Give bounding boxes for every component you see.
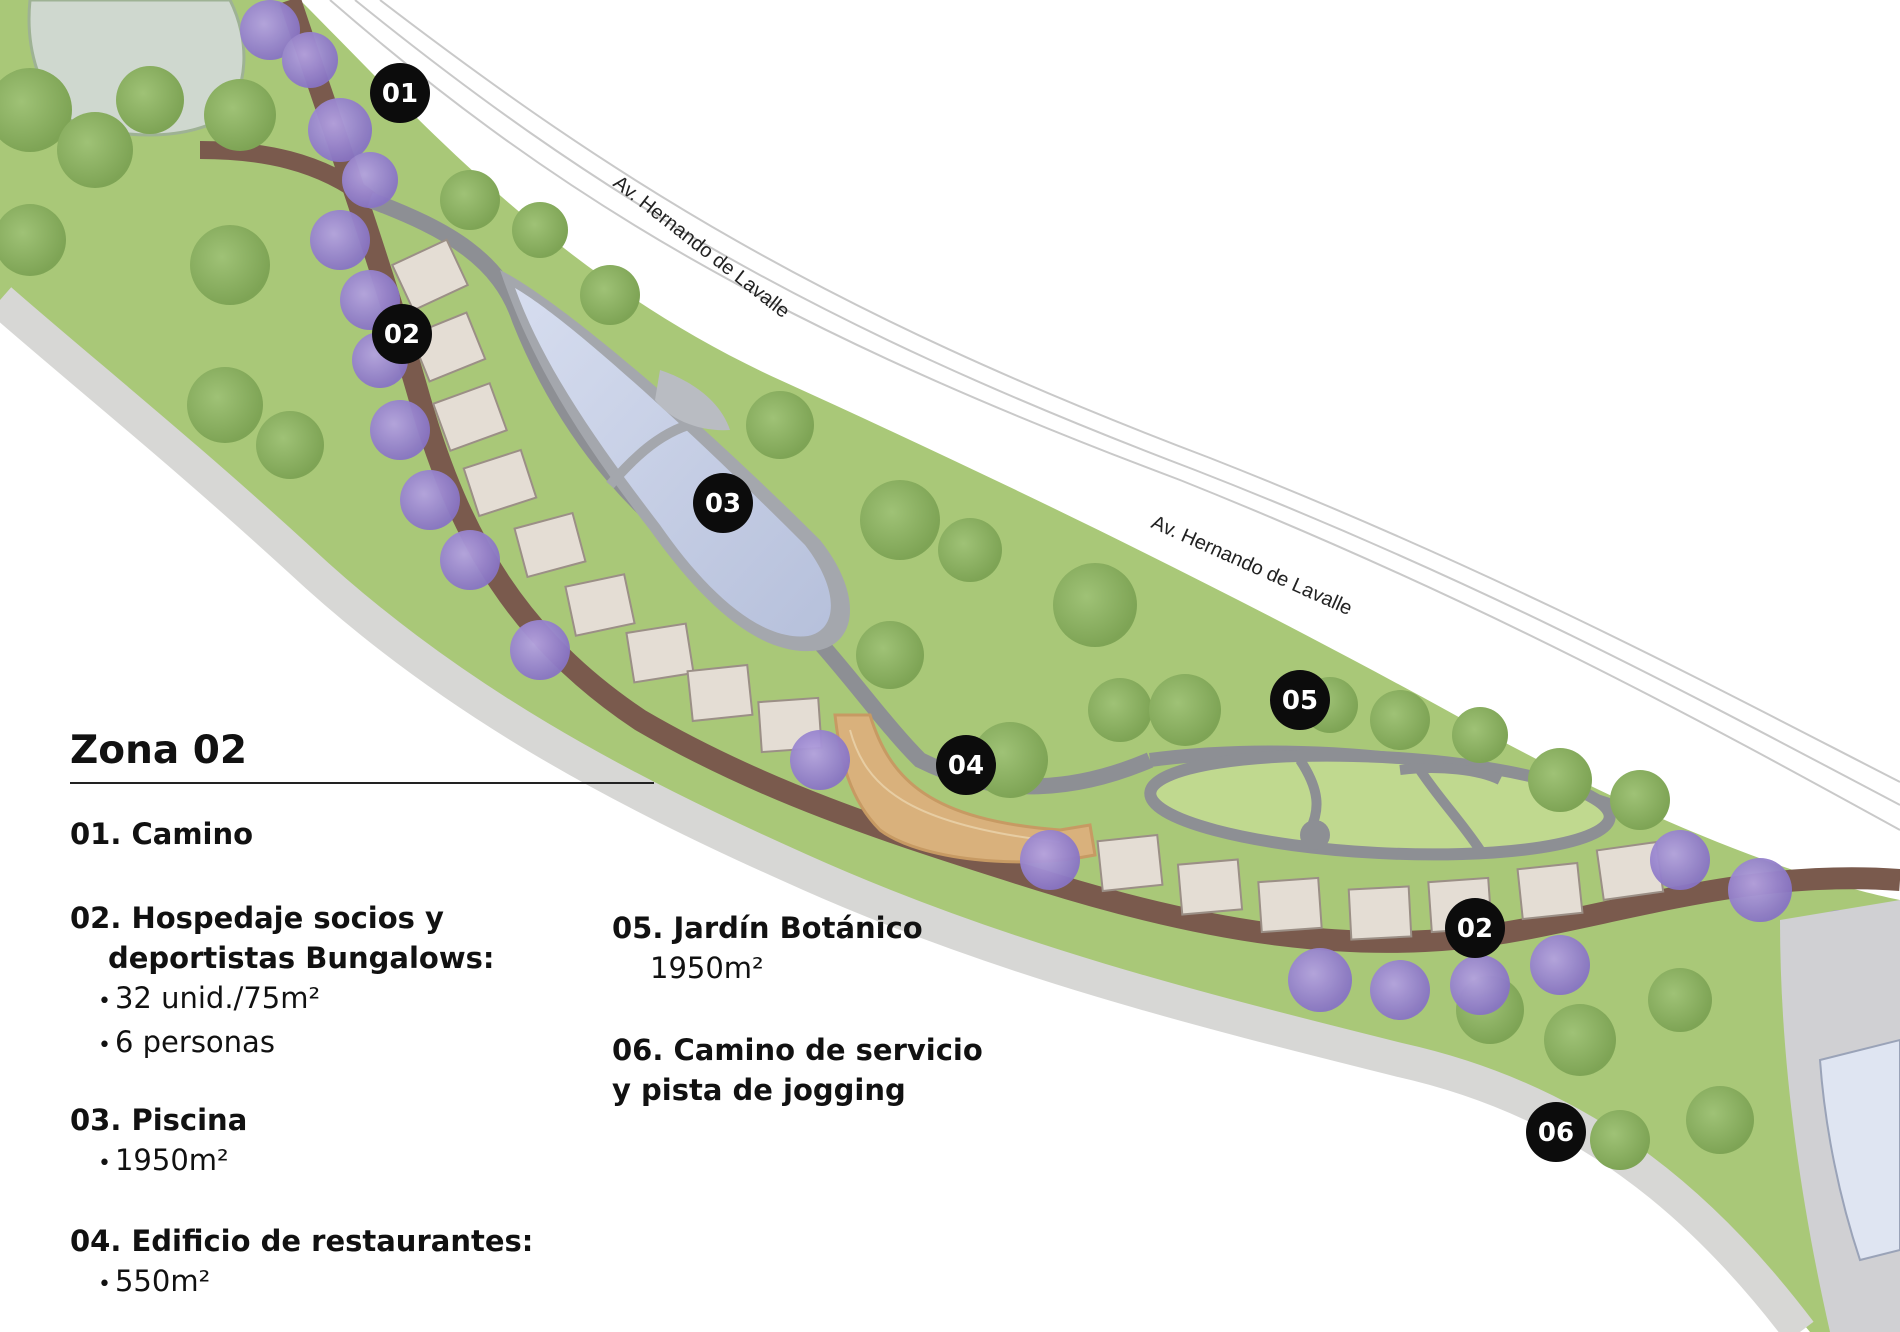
legend-item-label-cont: y pista de jogging	[612, 1073, 906, 1107]
marker-label: 02	[1457, 914, 1493, 944]
botanical-garden	[1144, 749, 1616, 861]
legend-item-03: 03. Piscina 1950m²	[70, 1100, 247, 1184]
legend-item-label-cont: 1950m²	[650, 951, 764, 985]
pool	[500, 270, 850, 652]
marker-label: 05	[1282, 686, 1318, 716]
legend-item-detail: 550m²	[70, 1261, 533, 1305]
legend-divider	[70, 782, 654, 784]
marker-label: 06	[1538, 1118, 1574, 1148]
legend-item-02: 02. Hospedaje socios y deportistas Bunga…	[70, 898, 495, 1066]
legend-title: Zona 02	[70, 728, 248, 773]
adjacent-building	[1780, 900, 1900, 1332]
marker-01: 01	[370, 63, 430, 123]
marker-02: 02	[372, 304, 432, 364]
bungalows	[390, 238, 1665, 941]
legend-item-detail: 6 personas	[70, 1022, 495, 1066]
marker-02-east: 02	[1445, 898, 1505, 958]
legend-item-05: 05. Jardín Botánico 1950m²	[612, 908, 923, 988]
marker-label: 01	[382, 79, 418, 109]
legend-item-detail: 32 unid./75m²	[70, 978, 495, 1022]
legend-item-label: 02. Hospedaje socios y	[70, 901, 444, 935]
legend-item-04: 04. Edificio de restaurantes: 550m²	[70, 1221, 533, 1305]
marker-04: 04	[936, 735, 996, 795]
legend-item-label: 06. Camino de servicio	[612, 1033, 983, 1067]
trees	[0, 66, 1754, 1170]
legend-item-label: 04. Edificio de restaurantes:	[70, 1224, 534, 1258]
legend-item-01: 01. Camino	[70, 814, 253, 854]
legend-item-label: 05. Jardín Botánico	[612, 911, 923, 945]
marker-label: 03	[705, 489, 741, 519]
legend: Zona 02 01. Camino 02. Hospedaje socios …	[70, 728, 1070, 1328]
legend-item-label: 03. Piscina	[70, 1103, 248, 1137]
legend-item-06: 06. Camino de servicio y pista de joggin…	[612, 1030, 983, 1110]
marker-03: 03	[693, 473, 753, 533]
street-lines	[329, 0, 1900, 831]
marker-label: 04	[948, 751, 984, 781]
legend-item-label-cont: deportistas Bungalows:	[108, 941, 495, 975]
jacaranda-trees	[240, 0, 1870, 1020]
marker-05: 05	[1270, 670, 1330, 730]
marker-06: 06	[1526, 1102, 1586, 1162]
legend-item-label: 01. Camino	[70, 817, 254, 851]
legend-item-detail: 1950m²	[70, 1140, 247, 1184]
marker-label: 02	[384, 320, 420, 350]
